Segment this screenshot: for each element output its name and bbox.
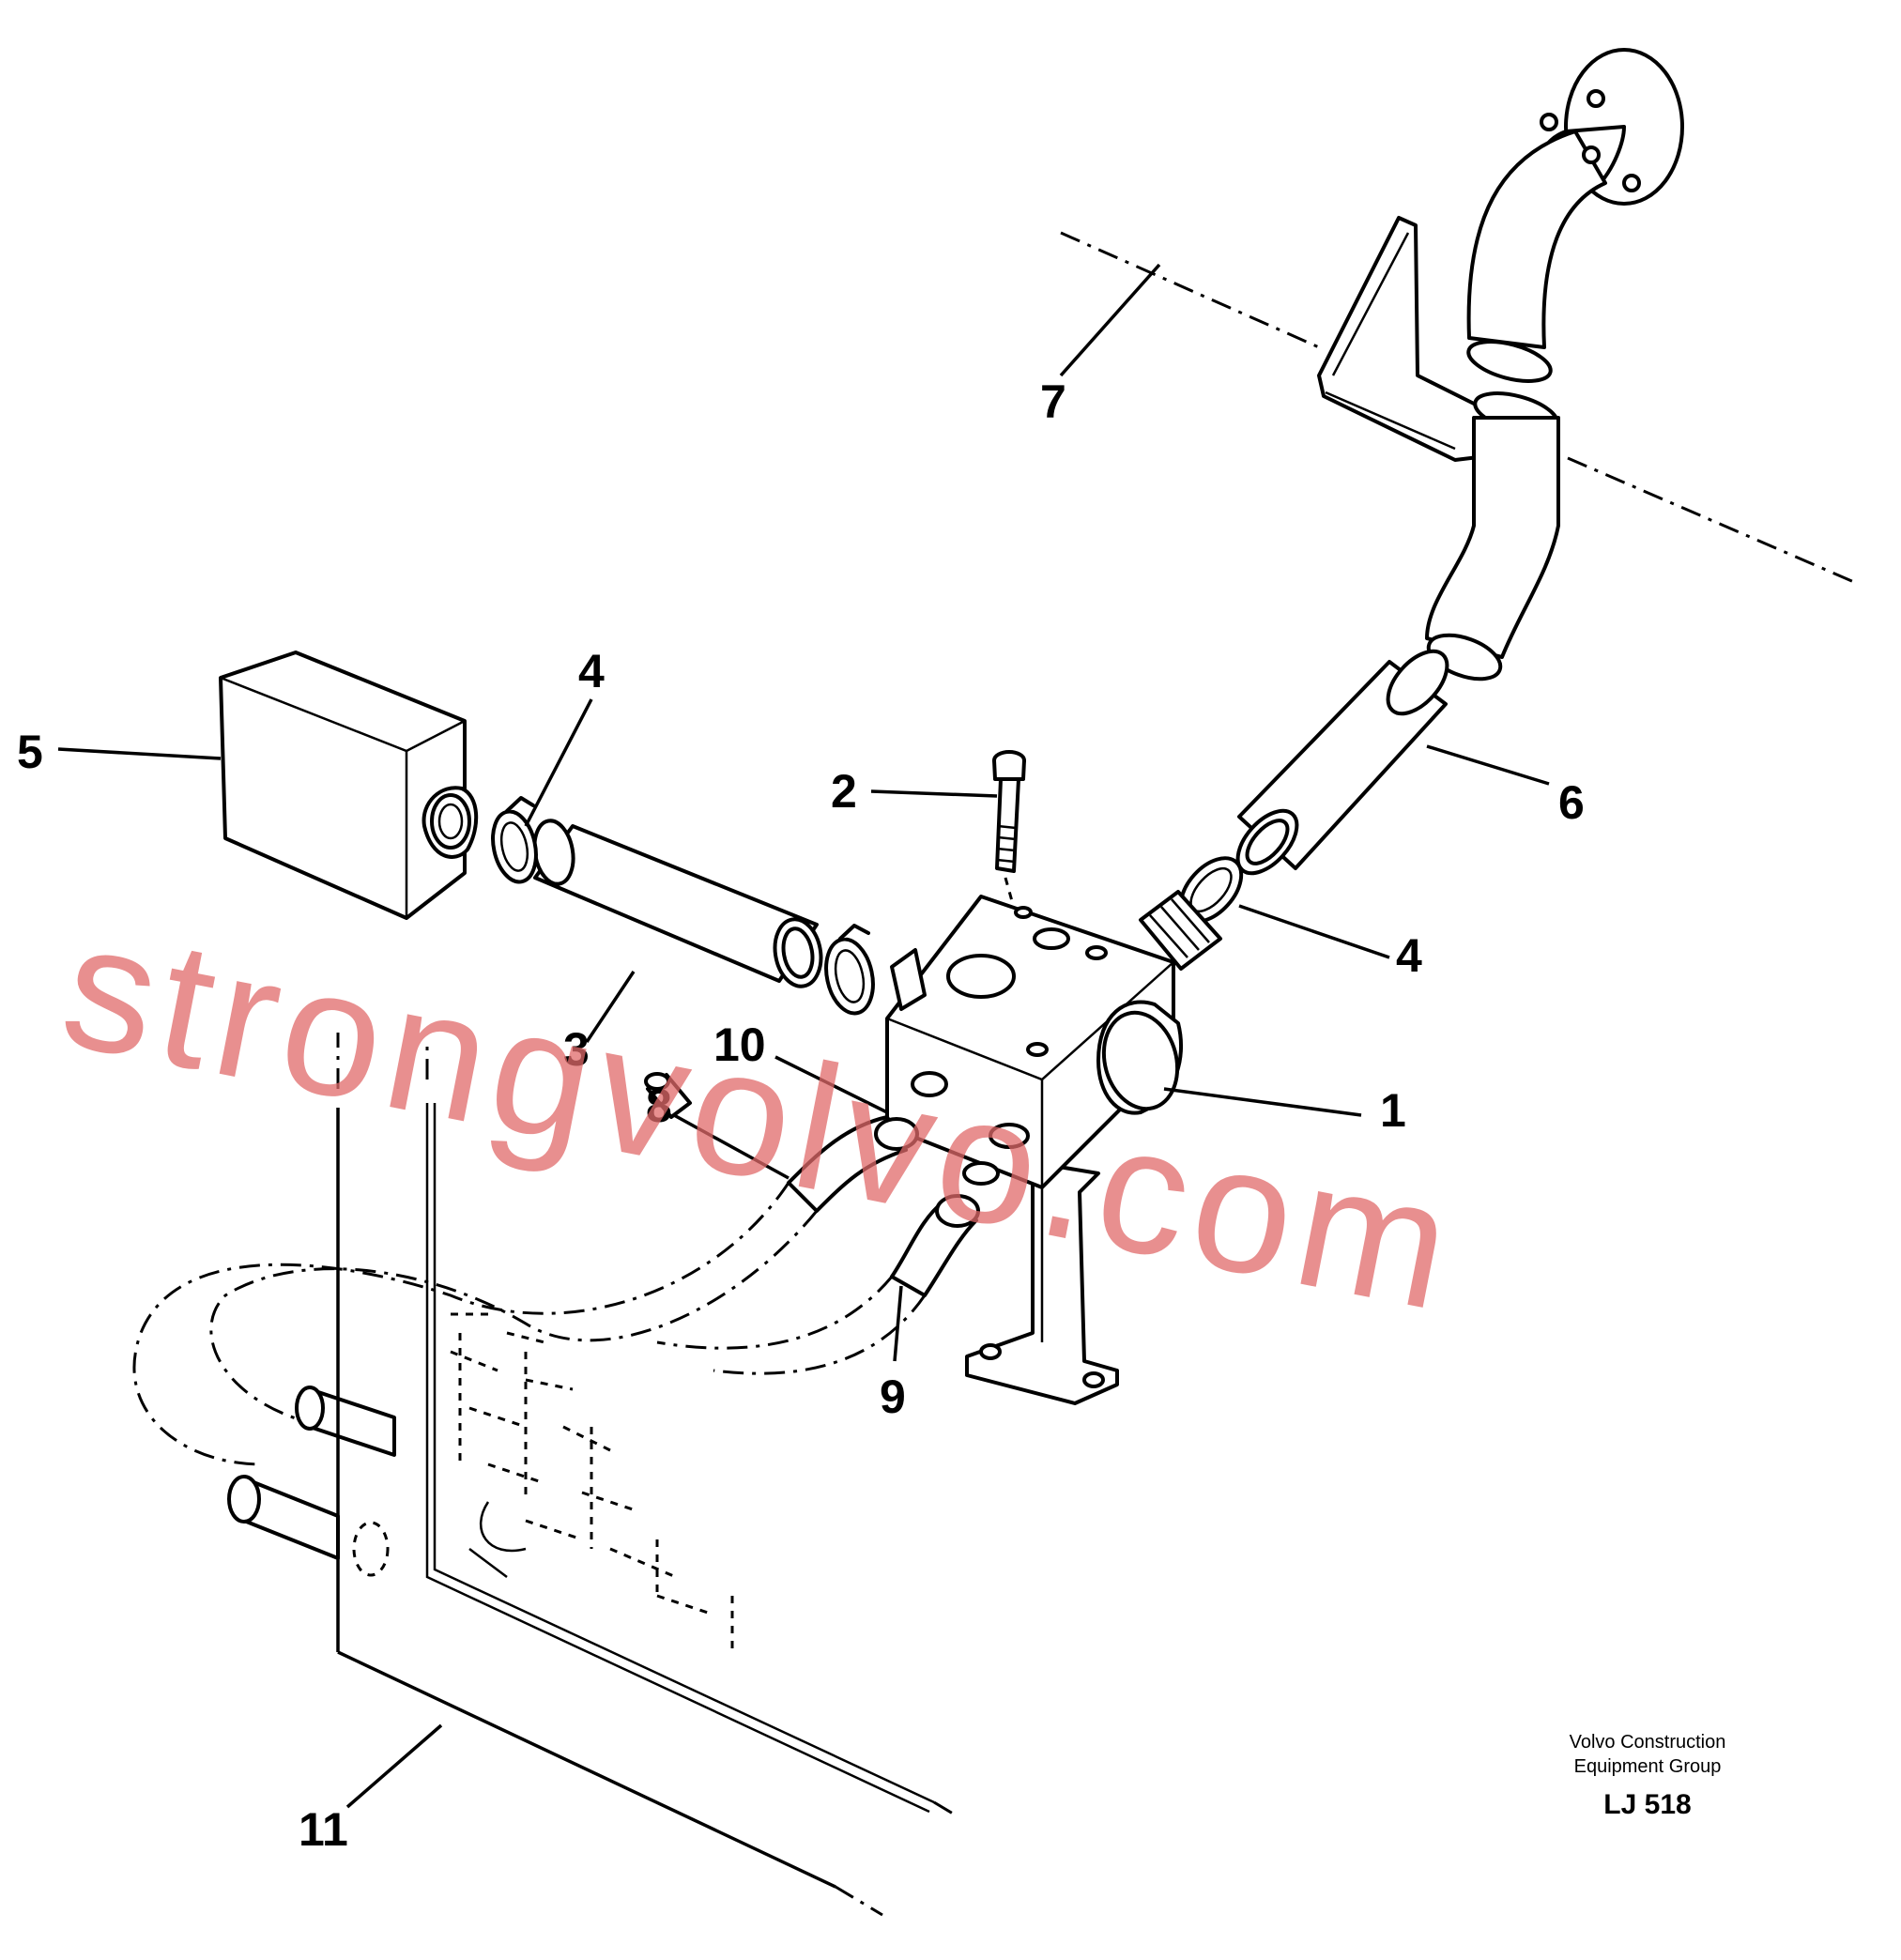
bolt-2 (992, 750, 1026, 902)
callout-6: 6 (1558, 776, 1585, 829)
box-component-5 (219, 651, 479, 920)
callout-9: 9 (880, 1370, 906, 1423)
hose-clamp-left (491, 796, 538, 884)
callout-4-left: 4 (578, 645, 605, 697)
mounting-bracket (1317, 216, 1495, 462)
hose-3 (532, 819, 823, 988)
callout-labels: 1 2 3 4 4 5 6 7 8 9 10 11 (17, 375, 1585, 1856)
leader-lines (57, 263, 1550, 1809)
drawing-code: LJ 518 (1603, 1789, 1691, 1820)
cooler-11 (132, 1033, 958, 1917)
callout-1: 1 (1380, 1084, 1406, 1137)
threaded-nipple (1139, 890, 1222, 971)
callout-11: 11 (299, 1803, 348, 1856)
callout-3: 3 (563, 1023, 590, 1076)
callout-8: 8 (646, 1080, 672, 1132)
small-fitting (644, 1072, 692, 1119)
hose-8 (787, 1115, 919, 1213)
hose-clamp-middle (824, 924, 875, 1016)
credit-block: Volvo Construction Equipment Group LJ 51… (1570, 1732, 1726, 1820)
callout-4-right: 4 (1396, 929, 1422, 982)
callout-10: 10 (713, 1018, 766, 1071)
credit-line-1: Volvo Construction (1570, 1732, 1726, 1753)
valve-block (885, 895, 1183, 1405)
hose-clamp-right (1178, 856, 1244, 924)
upper-flange-elbow (1425, 48, 1684, 681)
callout-7: 7 (1040, 375, 1066, 428)
mounting-axis-line (1060, 231, 1855, 584)
hose-6 (1235, 649, 1449, 876)
callout-5: 5 (17, 726, 43, 778)
callout-2: 2 (831, 765, 857, 818)
credit-line-2: Equipment Group (1574, 1756, 1722, 1777)
